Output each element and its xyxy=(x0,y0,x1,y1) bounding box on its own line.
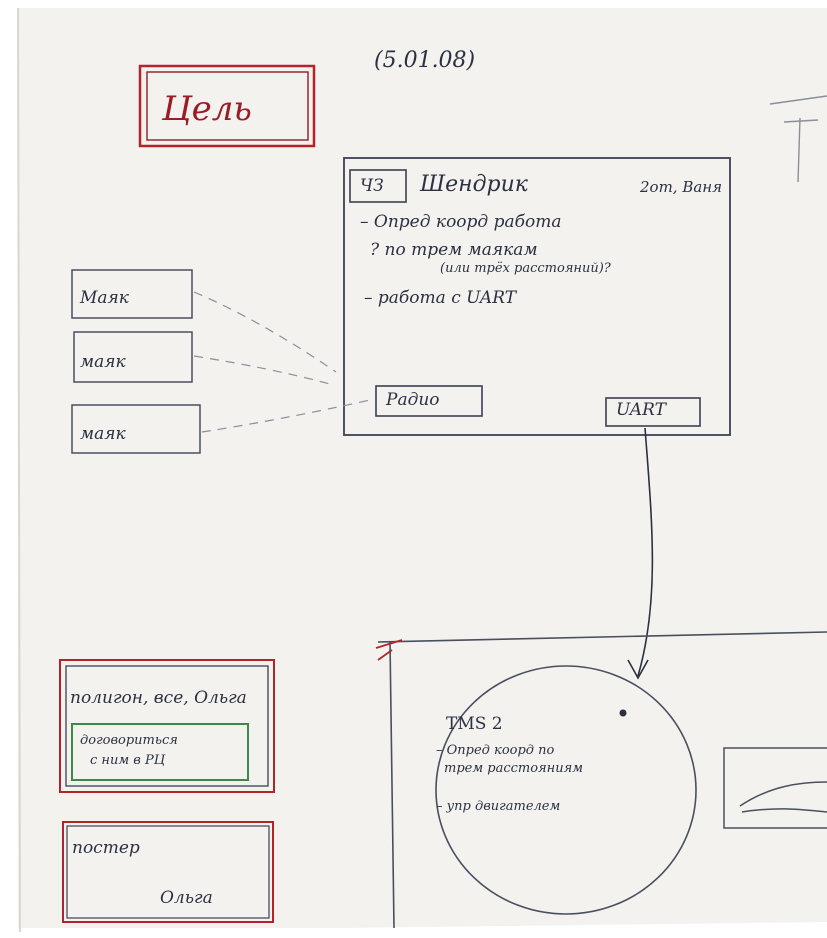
paper-left-edge xyxy=(17,7,21,933)
tms-item-2: трем расстояниям xyxy=(444,761,583,776)
paper-background xyxy=(18,8,827,932)
poster-box-frame xyxy=(62,821,274,923)
goal-label: Цель xyxy=(162,89,252,129)
task-title: Шендрик xyxy=(420,172,528,197)
task-item-2: ? по трем маякам xyxy=(370,240,538,260)
right-partial-box xyxy=(723,747,827,829)
poster-owner: Ольга xyxy=(160,888,213,908)
beacon-label-2: маяк xyxy=(80,352,126,372)
tms-title: TMS 2 xyxy=(446,714,503,734)
tms-uart-dot xyxy=(619,709,627,717)
polygon-note-line-2: с ним в РЦ xyxy=(90,753,166,768)
beacon-label-3: маяк xyxy=(80,424,126,444)
radio-links xyxy=(193,291,371,433)
tms-item-1: – Опред коорд по xyxy=(436,743,555,758)
uart-label: UART xyxy=(616,400,666,420)
task-box-frame xyxy=(343,157,731,436)
tms-item-3: – упр двигателем xyxy=(436,799,561,814)
goal-box-frame xyxy=(138,64,316,148)
bottom-system-frame xyxy=(375,631,827,929)
polygon-box-frame xyxy=(59,659,275,793)
uart-to-tms-arrow xyxy=(627,427,654,680)
radio-label: Радио xyxy=(386,390,440,410)
task-item-4: – работа с UART xyxy=(364,288,517,308)
tms-circle xyxy=(435,665,697,915)
date-label: (5.01.08) xyxy=(374,48,476,73)
beacon-box-frames xyxy=(71,269,201,454)
polygon-note-line-1: договориться xyxy=(80,733,178,748)
polygon-title: полигон, все, Ольга xyxy=(70,688,247,708)
paper-bottom-margin xyxy=(0,928,827,938)
beacon-label-1: Маяк xyxy=(80,288,129,308)
poster-title: постер xyxy=(72,838,140,858)
task-owners: 2от, Ваня xyxy=(640,178,723,196)
top-right-sketch xyxy=(769,95,827,183)
task-item-1: – Опред коорд работа xyxy=(360,212,562,232)
task-tag: ЧЗ xyxy=(360,176,384,196)
task-item-3: (или трёх расстояний)? xyxy=(440,261,611,276)
